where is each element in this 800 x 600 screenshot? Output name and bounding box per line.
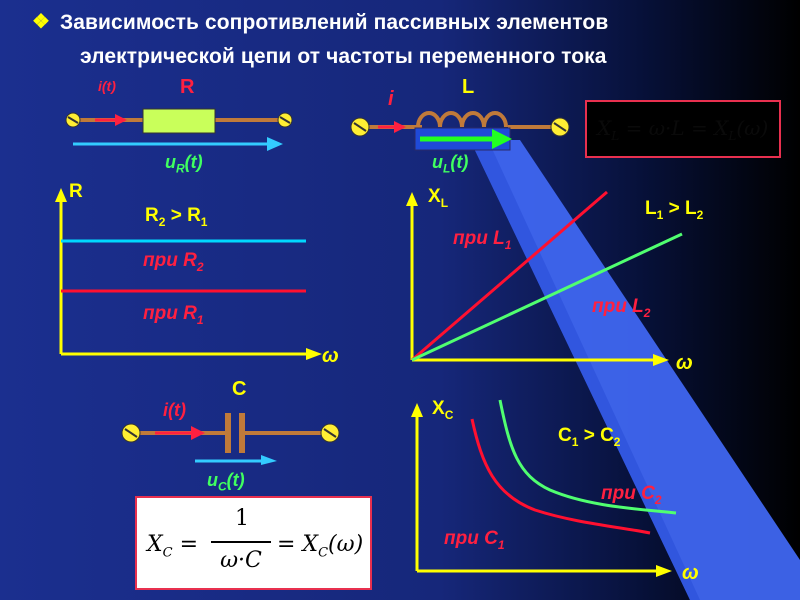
capacitor-current-label: i(t) — [163, 400, 186, 420]
inductor-element-label: L — [462, 76, 475, 98]
current-arrow-icon — [95, 114, 127, 126]
terminal-right-icon — [550, 117, 570, 137]
graph-xc-x-label: ω — [682, 562, 699, 584]
title-line-2: электрической цепи от частоты переменног… — [80, 45, 607, 68]
graph-xc-series-c2-label: при C2 — [601, 483, 662, 507]
current-arrow-icon — [378, 121, 406, 133]
graph-r-series-r1-label: при R1 — [143, 303, 204, 327]
terminal-left-icon — [121, 423, 141, 443]
inductor-voltage-arrow-icon — [420, 129, 512, 149]
capacitor-voltage-label: uC(t) — [207, 470, 245, 494]
graph-r-y-label: R — [69, 181, 83, 202]
inductor-formula-box: XL = ω·L = XL(ω) — [585, 100, 781, 158]
series-curve-c2 — [498, 399, 677, 515]
fraction-bar — [211, 541, 271, 543]
graph-r-relation: R2 > R1 — [145, 205, 208, 229]
voltage-arrow-icon — [73, 137, 283, 151]
terminal-left-icon — [65, 112, 81, 128]
series-line-l2 — [411, 232, 683, 362]
graph-xc-axes — [411, 399, 677, 577]
capacitor-element-label: C — [232, 378, 247, 400]
inductor-formula: XL = ω·L = XL(ω) — [597, 116, 769, 143]
series-curve-c1 — [470, 418, 651, 535]
terminal-right-icon — [320, 423, 340, 443]
graph-r-axes — [55, 188, 322, 360]
diamond-bullet-icon: ❖ — [32, 11, 50, 33]
capacitor-formula-numerator: 1 — [235, 506, 249, 531]
inductor-voltage-label: uL(t) — [432, 152, 469, 176]
capacitor-formula-denominator: ω·C — [220, 548, 262, 573]
graph-xc-relation: C1 > C2 — [558, 425, 621, 449]
title-line-1: Зависимость сопротивлений пассивных элем… — [60, 11, 609, 34]
graph-xl-series-l2-label: при L2 — [592, 296, 651, 320]
resistor-circuit — [65, 108, 293, 151]
resistor-element-label: R — [180, 76, 195, 98]
inductor-current-label: i — [388, 88, 394, 110]
terminal-left-icon — [350, 117, 370, 137]
terminal-right-icon — [277, 112, 293, 128]
resistor-voltage-label: uR(t) — [165, 152, 203, 176]
capacitor-formula-lhs: XC = — [147, 532, 199, 561]
capacitor-circuit — [121, 413, 340, 465]
graph-xl-axes — [406, 190, 683, 366]
graph-r-x-label: ω — [322, 345, 339, 367]
graph-xl-x-label: ω — [676, 352, 693, 374]
voltage-arrow-icon — [195, 455, 277, 465]
capacitor-formula-rhs: = XC(ω) — [277, 532, 364, 561]
graph-xc-y-label: XC — [432, 398, 454, 422]
graph-xl-relation: L1 > L2 — [645, 198, 704, 222]
graph-r-series-r2-label: при R2 — [143, 250, 204, 274]
current-arrow-icon — [155, 426, 205, 440]
capacitor-formula-box: XC = 1 ω·C = XC(ω) — [135, 496, 372, 590]
graph-xc-series-c1-label: при C1 — [444, 528, 505, 552]
graph-xl-series-l1-label: при L1 — [453, 228, 512, 252]
inductor-circuit — [350, 111, 570, 151]
resistor-current-label: i(t) — [98, 78, 116, 94]
graph-xl-y-label: XL — [428, 186, 449, 210]
series-line-l1 — [411, 190, 608, 362]
